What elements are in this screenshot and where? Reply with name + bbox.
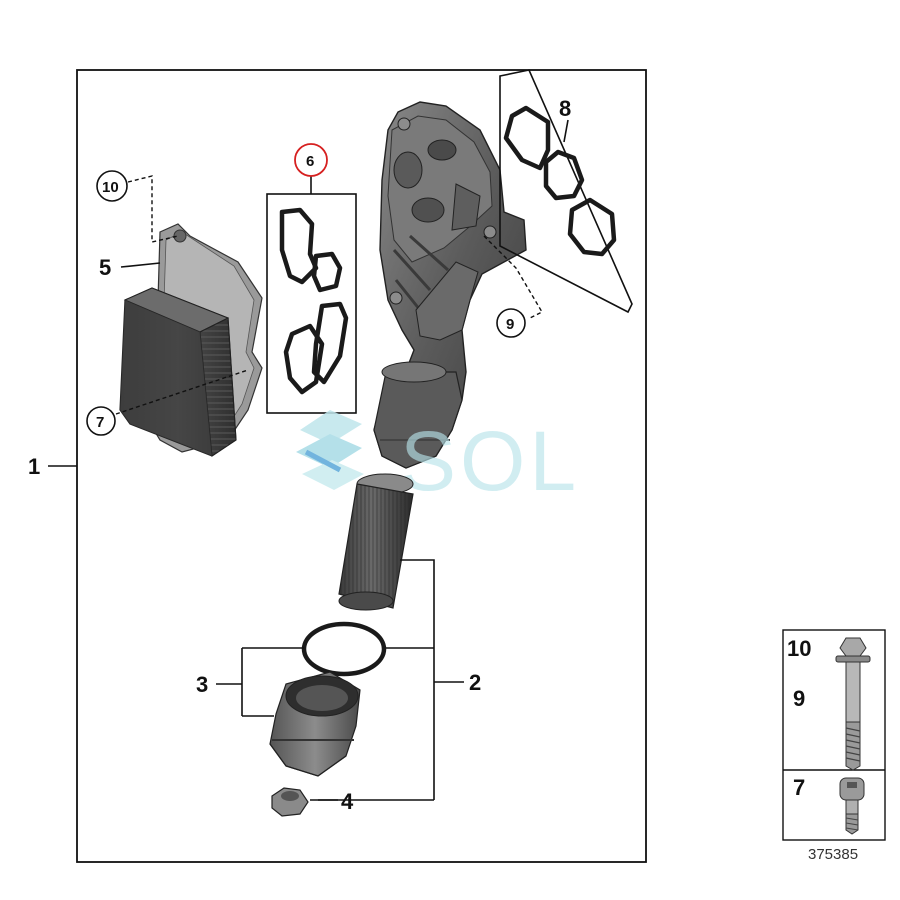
gasket-set-8 — [503, 105, 617, 257]
callout-9-circle — [496, 308, 526, 338]
bolt-reference-table: 10 9 7 375385 — [782, 629, 886, 863]
callout-8: 8 — [559, 96, 571, 121]
filter-cap — [269, 671, 361, 777]
table-label-9: 9 — [793, 686, 805, 711]
callout-6: 6 — [306, 153, 314, 170]
drain-plug — [271, 787, 309, 817]
callout-10: 10 — [102, 179, 119, 196]
short-bolt-icon — [839, 777, 865, 835]
callout-7-circle — [86, 406, 116, 436]
callout-5: 5 — [99, 255, 111, 280]
callout-1: 1 — [28, 454, 40, 479]
o-ring — [301, 621, 387, 677]
oil-filter-housing — [373, 101, 527, 469]
reference-number: 375385 — [808, 846, 858, 863]
callout-9: 9 — [506, 316, 514, 333]
oil-filter-element — [338, 473, 414, 611]
oil-cooler — [119, 223, 263, 457]
callout-2: 2 — [469, 670, 481, 695]
watermark-text: SOL — [400, 414, 580, 508]
callout-4: 4 — [341, 789, 354, 814]
table-label-7: 7 — [793, 775, 805, 800]
callout-6-highlight-circle — [294, 143, 328, 177]
sol-watermark: SOL — [296, 410, 580, 508]
gasket-set-6 — [279, 207, 349, 395]
callout-10-circle — [96, 170, 128, 202]
callout-7: 7 — [96, 414, 104, 431]
callout-3: 3 — [196, 672, 208, 697]
table-label-10: 10 — [787, 636, 811, 661]
gasket-set-8-box — [499, 69, 633, 314]
long-bolt-icon — [835, 637, 871, 771]
